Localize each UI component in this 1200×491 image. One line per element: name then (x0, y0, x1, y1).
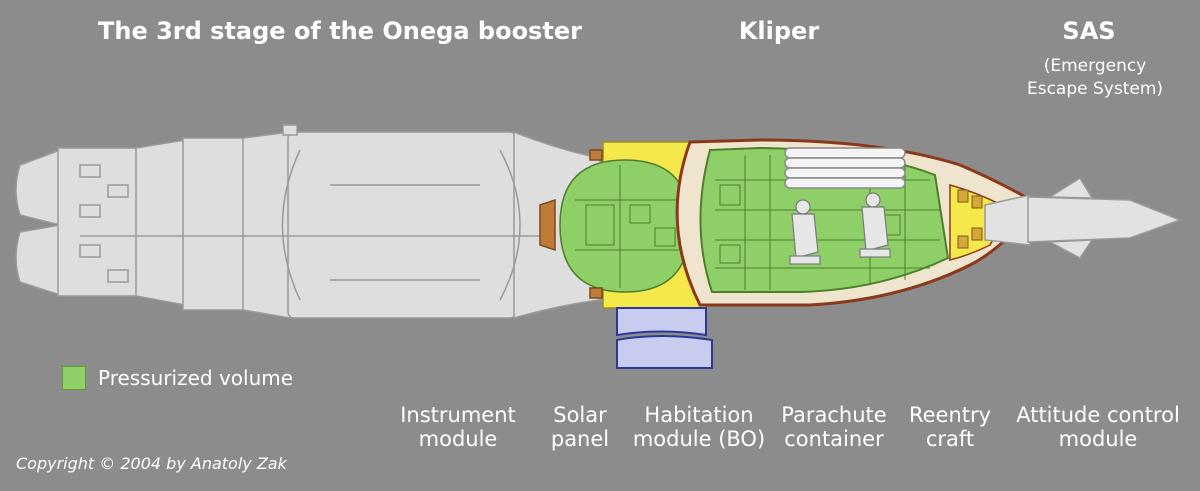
booster-gimbal-4 (107, 184, 129, 198)
fitting-bottom (589, 287, 603, 299)
booster-nozzle-lower (15, 224, 61, 297)
parachute-pack-2 (784, 157, 906, 169)
label-habitation-line1: Habitation (644, 403, 754, 427)
solar-panel-lower (616, 335, 713, 369)
label-parachute-container: Parachute container (776, 403, 892, 451)
booster-gimbal-3 (79, 244, 101, 258)
label-parachute-line1: Parachute (781, 403, 887, 427)
label-habitation-line2: module (BO) (632, 426, 766, 451)
booster-fitting-top (282, 124, 298, 136)
legend-label: Pressurized volume (98, 366, 294, 390)
booster-gimbal-2 (79, 204, 101, 218)
label-solar-line1: Solar (553, 403, 607, 427)
parachute-pack-1 (784, 147, 906, 159)
attitude-thrusters (957, 189, 983, 249)
crew-seat-base-1 (789, 255, 821, 265)
sas-subtitle-1: (Emergency (1043, 56, 1147, 76)
habitation-module-pressurized (559, 159, 691, 293)
label-attitude-control: Attitude control module (1008, 403, 1188, 451)
label-instrument-line1: Instrument (400, 403, 516, 427)
label-solar-line2: panel (550, 426, 610, 451)
booster-title: The 3rd stage of the Onega booster (98, 17, 582, 45)
parachute-pack-3 (784, 167, 906, 179)
booster-dome-1 (281, 149, 301, 301)
booster-tank-lower (182, 137, 246, 311)
sas-title: SAS (1062, 17, 1116, 45)
solar-panel-upper (616, 307, 707, 337)
solar-panel (616, 307, 713, 369)
booster-dome-2 (499, 149, 521, 301)
crew-helmet-2 (865, 192, 881, 208)
booster-gimbal-5 (107, 269, 129, 283)
booster-thrust-structure (135, 139, 186, 306)
label-attitude-line1: Attitude control (1016, 403, 1180, 427)
booster-nozzle-upper (15, 148, 61, 226)
sas-fin-bottom (1047, 239, 1094, 259)
booster-tank-main (287, 131, 517, 319)
crew-seat-1 (791, 213, 819, 259)
sas-escape-tower (984, 176, 1183, 259)
crew-helmet-1 (795, 199, 811, 215)
booster-stage (15, 124, 601, 319)
sas-subtitle-2: Escape System) (1026, 79, 1164, 99)
label-parachute-line2: container (784, 426, 884, 451)
crew-seat-base-2 (859, 248, 891, 258)
crew-seat-2 (861, 206, 889, 252)
copyright-text: Copyright © 2004 by Anatoly Zak (16, 454, 287, 473)
booster-gimbal-1 (79, 164, 101, 178)
sas-adapter (984, 194, 1031, 246)
label-instrument-line2: module (418, 426, 498, 451)
fitting-top (589, 149, 603, 161)
parachute-container (784, 147, 906, 189)
legend-swatch-pressurized (62, 366, 86, 390)
label-reentry-craft: Reentry craft (900, 403, 1000, 451)
label-habitation-module: Habitation module (BO) (630, 403, 768, 451)
label-attitude-line2: module (1058, 426, 1138, 451)
label-instrument-module: Instrument module (394, 403, 522, 451)
label-solar-panel: Solar panel (545, 403, 615, 451)
crew-seats (789, 192, 891, 265)
docking-mechanism (539, 198, 556, 252)
sas-motor (1027, 196, 1183, 243)
label-reentry-line2: craft (925, 426, 975, 451)
kliper-title: Kliper (738, 17, 820, 45)
parachute-pack-4 (784, 177, 906, 189)
label-reentry-line1: Reentry (908, 403, 992, 427)
booster-intertank (242, 131, 291, 319)
kliper-spacecraft (675, 138, 1043, 307)
sas-fin-top (1047, 176, 1094, 199)
